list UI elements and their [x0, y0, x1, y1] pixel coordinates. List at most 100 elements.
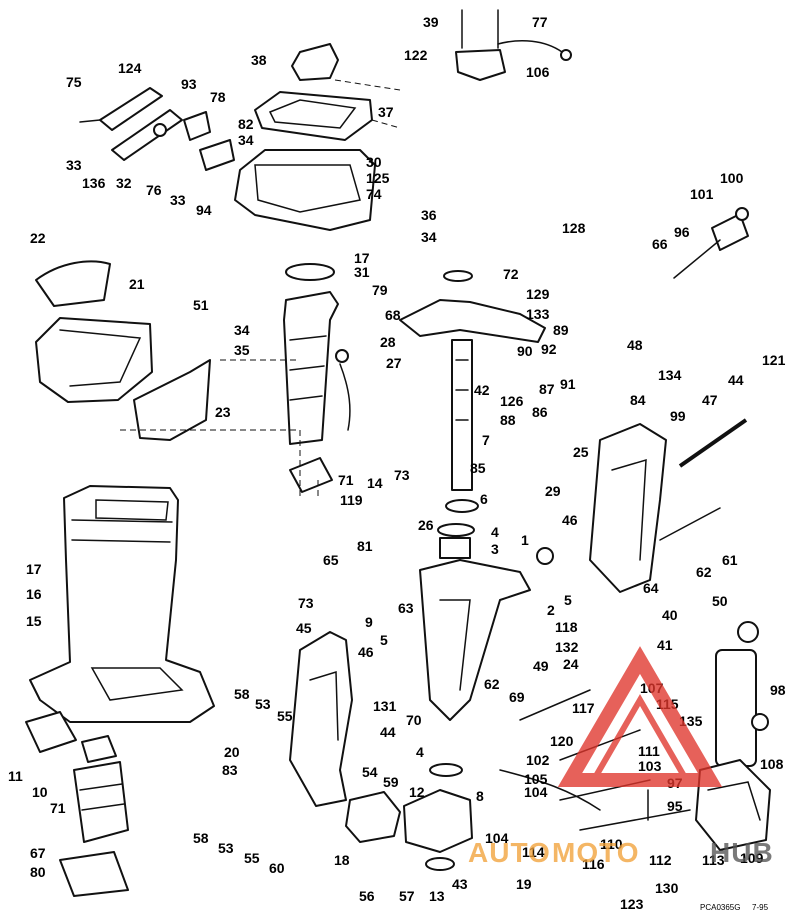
- lock-plate-assembly: [79, 87, 235, 171]
- callout-69: 69: [509, 689, 525, 705]
- callout-125: 125: [366, 170, 390, 186]
- callout-7: 7: [482, 432, 490, 448]
- callout-59: 59: [383, 774, 399, 790]
- lower-mount-housing: [403, 763, 473, 871]
- callout-118: 118: [555, 619, 578, 635]
- driveshaft-housing: [29, 485, 215, 723]
- callout-93: 93: [181, 76, 197, 92]
- callout-3: 3: [491, 541, 499, 557]
- automotohub-watermark: AUTO MOTO HUB: [468, 646, 773, 868]
- callout-80: 80: [30, 864, 46, 880]
- cable-bracket: [455, 9, 572, 81]
- callout-34: 34: [421, 229, 437, 245]
- callout-110: 110: [600, 836, 623, 852]
- callout-5: 5: [380, 632, 388, 648]
- callout-33: 33: [66, 157, 82, 173]
- callout-39: 39: [423, 14, 439, 30]
- adapter-assembly: [234, 43, 401, 231]
- callout-92: 92: [541, 341, 557, 357]
- callout-46: 46: [562, 512, 578, 528]
- callout-106: 106: [526, 64, 550, 80]
- callout-63: 63: [398, 600, 414, 616]
- callout-15: 15: [26, 613, 42, 629]
- callout-31: 31: [354, 264, 370, 280]
- trim-tilt-cylinder: [715, 621, 769, 767]
- drawing-date: 7-95: [752, 903, 769, 912]
- swivel-bracket: [419, 547, 554, 721]
- grommet-upper: [289, 457, 333, 493]
- callout-124: 124: [118, 60, 142, 76]
- lower-mount: [345, 791, 401, 843]
- callout-38: 38: [251, 52, 267, 68]
- callout-96: 96: [674, 224, 690, 240]
- callout-111: 111: [638, 743, 660, 759]
- callout-9: 9: [365, 614, 373, 630]
- water-tube-grommet: [59, 761, 129, 897]
- callout-95: 95: [667, 798, 683, 814]
- callout-74: 74: [366, 186, 382, 202]
- callout-105: 105: [524, 771, 548, 787]
- callout-82: 82: [238, 116, 254, 132]
- callout-56: 56: [359, 888, 375, 904]
- callout-26: 26: [418, 517, 434, 533]
- callout-34: 34: [234, 322, 250, 338]
- callout-134: 134: [658, 367, 682, 383]
- callout-113: 113: [702, 852, 725, 868]
- callout-108: 108: [760, 756, 784, 772]
- callout-104: 104: [524, 784, 548, 800]
- callout-44: 44: [380, 724, 396, 740]
- callout-28: 28: [380, 334, 396, 350]
- callout-76: 76: [146, 182, 162, 198]
- callout-72: 72: [503, 266, 519, 282]
- callout-13: 13: [429, 888, 445, 904]
- stern-bracket-starboard: [589, 418, 748, 593]
- callout-98: 98: [770, 682, 786, 698]
- callout-29: 29: [545, 483, 561, 499]
- callout-89: 89: [553, 322, 569, 338]
- callout-17: 17: [26, 561, 42, 577]
- callout-99: 99: [670, 408, 686, 424]
- callout-78: 78: [210, 89, 226, 105]
- callout-84: 84: [630, 392, 646, 408]
- callout-19: 19: [516, 876, 532, 892]
- callout-129: 129: [526, 286, 550, 302]
- callout-48: 48: [627, 337, 643, 353]
- callout-71: 71: [50, 800, 66, 816]
- callout-6: 6: [480, 491, 488, 507]
- watermark-auto: AUTO: [468, 837, 551, 868]
- callout-45: 45: [296, 620, 312, 636]
- callout-42: 42: [474, 382, 490, 398]
- callout-22: 22: [30, 230, 46, 246]
- callout-70: 70: [406, 712, 422, 728]
- callout-130: 130: [655, 880, 679, 896]
- callout-41: 41: [657, 637, 673, 653]
- reference-lines: [120, 359, 319, 500]
- callout-126: 126: [500, 393, 524, 409]
- callout-24: 24: [563, 656, 579, 672]
- callout-30: 30: [366, 154, 382, 170]
- stern-bracket-port: [289, 631, 353, 807]
- callout-136: 136: [82, 175, 106, 191]
- callout-20: 20: [224, 744, 240, 760]
- callout-32: 32: [116, 175, 132, 191]
- cover-plate: [25, 711, 117, 763]
- callout-114: 114: [522, 844, 545, 860]
- callout-120: 120: [550, 733, 574, 749]
- callout-23: 23: [215, 404, 231, 420]
- callout-62: 62: [696, 564, 712, 580]
- callout-4: 4: [416, 744, 424, 760]
- callout-40: 40: [662, 607, 678, 623]
- callout-119: 119: [340, 492, 363, 508]
- callout-11: 11: [8, 768, 23, 784]
- callout-14: 14: [367, 475, 383, 491]
- callout-85: 85: [470, 460, 486, 476]
- callout-116: 116: [582, 856, 605, 872]
- callout-57: 57: [399, 888, 415, 904]
- callout-51: 51: [193, 297, 209, 313]
- callout-122: 122: [404, 47, 428, 63]
- callout-123: 123: [620, 896, 644, 912]
- callout-75: 75: [66, 74, 82, 90]
- callout-55: 55: [244, 850, 260, 866]
- watermark-moto: MOTO: [552, 837, 639, 868]
